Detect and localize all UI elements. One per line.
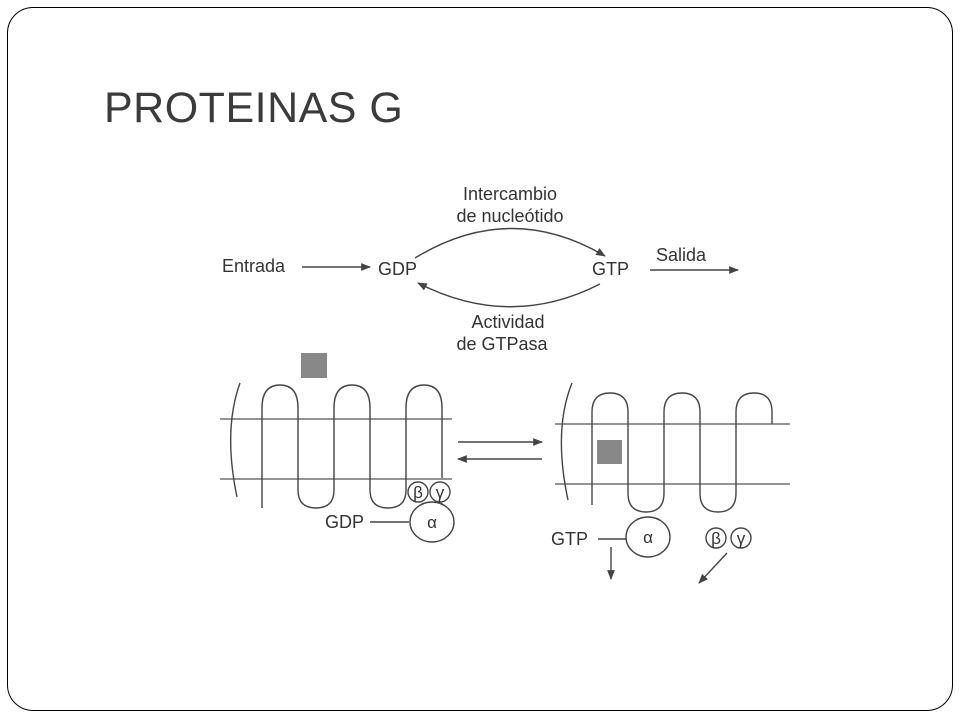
slide-title: PROTEINAS G — [104, 84, 404, 132]
gtpase-label-line2: de GTPasa — [456, 334, 548, 354]
gamma-subunit — [730, 527, 752, 549]
receptor-helices — [229, 382, 443, 509]
alpha-subunit — [625, 516, 671, 558]
alpha-label: α — [643, 528, 653, 547]
ligand-square — [301, 353, 327, 378]
ligand-square — [597, 440, 622, 464]
exchange-label-line2: de nucleótido — [456, 206, 563, 226]
beta-label: β — [711, 529, 721, 548]
exchange-arc — [414, 227, 606, 259]
output-label: Salida — [656, 245, 707, 265]
beta-subunit — [407, 481, 429, 503]
gtp-cycle: Intercambio de nucleótido Entrada GDP GT… — [222, 184, 739, 354]
equilibrium-arrows — [457, 438, 543, 463]
gamma-label: γ — [436, 483, 445, 502]
receptor-helices — [560, 382, 773, 513]
active-receptor: α GTP β γ — [551, 382, 790, 584]
gtpase-label-line1: Actividad — [471, 312, 544, 332]
gamma-subunit — [429, 481, 451, 503]
gtp-label: GTP — [592, 259, 629, 279]
alpha-label: α — [427, 513, 437, 532]
gamma-label: γ — [737, 529, 746, 548]
gdp-label: GDP — [378, 259, 417, 279]
exchange-label-line1: Intercambio — [463, 184, 557, 204]
gtpase-arc — [417, 282, 601, 308]
alpha-subunit — [409, 501, 455, 543]
gdp-bound-label: GDP — [325, 512, 364, 532]
beta-label: β — [413, 483, 423, 502]
beta-gamma-effector-arrow — [698, 552, 728, 584]
gtp-bound-label: GTP — [551, 529, 588, 549]
input-label: Entrada — [222, 256, 286, 276]
beta-subunit — [705, 527, 727, 549]
inactive-receptor: β γ α GDP — [220, 353, 455, 543]
slide-frame — [7, 7, 953, 711]
